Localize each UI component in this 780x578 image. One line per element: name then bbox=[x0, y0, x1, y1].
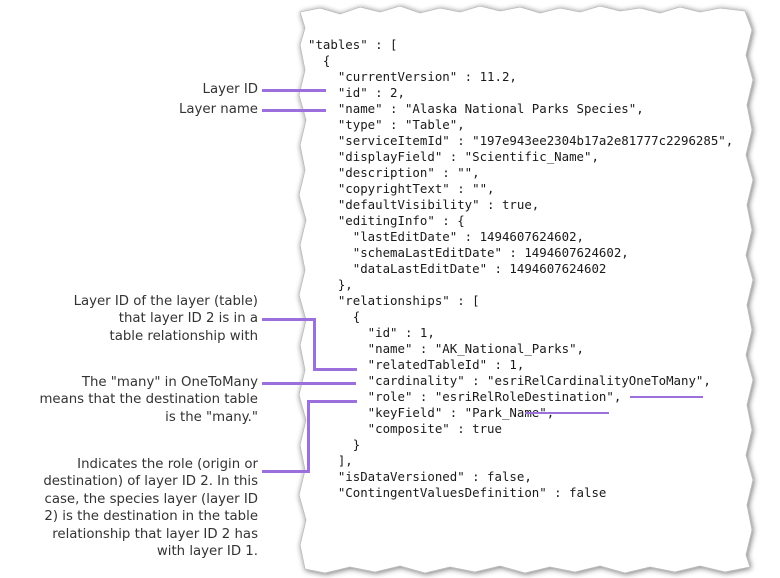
code-line: } bbox=[308, 437, 361, 452]
leader-related-v bbox=[313, 318, 316, 371]
leader-layer-name bbox=[262, 109, 326, 112]
annotation-line: destination) of layer ID 2. In this bbox=[43, 474, 258, 490]
code-line: "defaultVisibility" : true, bbox=[308, 197, 540, 212]
annotation-line: Layer ID of the layer (table) bbox=[73, 294, 258, 309]
leader-related-h2 bbox=[313, 368, 357, 371]
annotation-line: is the "many." bbox=[165, 409, 258, 425]
code-line: "composite" : true bbox=[308, 421, 502, 436]
annotation-line: with layer ID 1. bbox=[156, 544, 258, 560]
code-line: "id" : 2, bbox=[308, 85, 405, 100]
annotation-line: The "many" in OneToMany bbox=[81, 375, 258, 390]
code-line: "name" : "Alaska National Parks Species"… bbox=[308, 101, 644, 116]
leader-role-h1 bbox=[262, 470, 310, 473]
code-line: { bbox=[308, 53, 331, 68]
code-line: "id" : 1, bbox=[308, 325, 435, 340]
annotation-line: Indicates the role (origin or bbox=[77, 457, 258, 472]
leader-layer-id bbox=[262, 89, 326, 92]
annotation-many: The "many" in OneToMany means that the d… bbox=[0, 374, 258, 426]
code-line: }, bbox=[308, 277, 353, 292]
code-line: "relatedTableId" : 1, bbox=[308, 357, 525, 372]
annotation-related-layer: Layer ID of the layer (table) that layer… bbox=[0, 293, 258, 345]
code-line: { bbox=[308, 309, 361, 324]
code-line: "isDataVersioned" : false, bbox=[308, 469, 532, 484]
annotation-line: means that the destination table bbox=[39, 392, 258, 408]
annotation-layer-name: Layer name bbox=[178, 102, 258, 117]
leader-role-h2 bbox=[307, 400, 357, 403]
annotation-line: table relationship with bbox=[109, 328, 259, 344]
code-line: "description" : "", bbox=[308, 165, 480, 180]
code-line: "relationships" : [ bbox=[308, 293, 480, 308]
leader-many bbox=[262, 382, 356, 385]
code-line: "role" : "esriRelRoleDestination", bbox=[308, 389, 622, 404]
code-line: "copyrightText" : "", bbox=[308, 181, 495, 196]
code-line: "cardinality" : "esriRelCardinalityOneTo… bbox=[308, 373, 711, 388]
code-line: "serviceItemId" : "197e943ee2304b17a2e81… bbox=[308, 133, 734, 148]
code-line: "name" : "AK_National_Parks", bbox=[308, 341, 585, 356]
underline-one-to-many bbox=[630, 396, 703, 398]
annotation-line: relationship that layer ID 2 has bbox=[52, 526, 258, 542]
leader-role-v bbox=[307, 400, 310, 473]
code-line: ], bbox=[308, 453, 353, 468]
torn-paper-panel bbox=[298, 5, 754, 574]
code-line: "dataLastEditDate" : 1494607624602 bbox=[308, 261, 607, 276]
code-line: "editingInfo" : { bbox=[308, 213, 465, 228]
code-line: "displayField" : "Scientific_Name", bbox=[308, 149, 599, 164]
annotation-layer-id: Layer ID bbox=[202, 82, 258, 97]
annotation-role: Indicates the role (origin or destinatio… bbox=[0, 456, 258, 560]
code-line: "keyField" : "Park_Name", bbox=[308, 405, 555, 420]
code-line: "ContingentValuesDefinition" : false bbox=[308, 485, 607, 500]
leader-related-h1 bbox=[262, 318, 316, 321]
annotation-line: that layer ID 2 is in a bbox=[118, 311, 258, 327]
code-line: "tables" : [ bbox=[308, 37, 398, 52]
annotation-line: 2) is the destination in the table bbox=[44, 509, 258, 525]
code-line: "schemaLastEditDate" : 1494607624602, bbox=[308, 245, 629, 260]
code-line: "lastEditDate" : 1494607624602, bbox=[308, 229, 585, 244]
annotation-line: case, the species layer (layer ID bbox=[44, 491, 258, 507]
code-line: "currentVersion" : 11.2, bbox=[308, 69, 517, 84]
code-line: "type" : "Table", bbox=[308, 117, 465, 132]
underline-destination bbox=[525, 412, 609, 414]
